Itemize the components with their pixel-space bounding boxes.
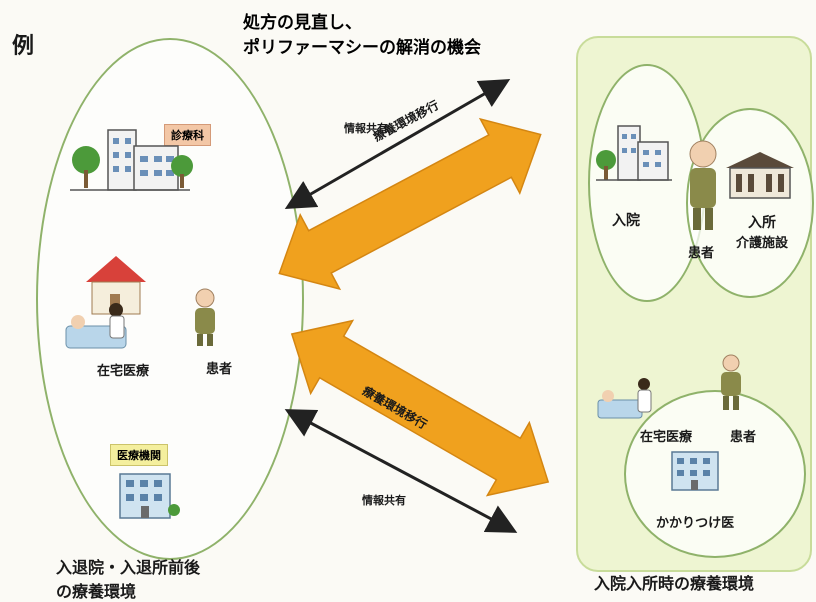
title-line-2: ポリファーマシーの解消の機会 [243,38,481,58]
diagram-title: 処方の見直し、 ポリファーマシーの解消の機会 [243,8,481,58]
right-hospital-building-icon [596,125,672,181]
clinic-tag: 診療科 [164,124,211,146]
info-share-bottom-label: 情報共有 [362,494,406,507]
left-caption-line-2: の療養環境 [56,582,137,601]
family-doctor-clinic-icon [671,451,719,491]
transition-bottom-arrow [290,319,550,497]
right-patient-bottom-label: 患者 [730,430,757,445]
institution-tag: 医療機関 [110,444,168,466]
home-care-label: 在宅医療 [97,364,150,379]
home-care-illustration-icon [65,256,146,349]
right-home-care-label: 在宅医療 [640,430,693,445]
family-doctor-label: かかりつけ医 [656,516,735,531]
patient-figure-icon [195,288,215,346]
right-patient-figure-icon [689,140,717,230]
right-caption: 入院入所時の療養環境 [594,574,755,593]
info-share-bottom-arrow [284,409,518,533]
example-label: 例 [12,34,35,59]
care-facility-label: 入所 介護施設 [736,212,788,251]
clinic-building-icon [119,473,180,519]
transition-top-arrow [278,117,542,291]
title-line-1: 処方の見直し、 [243,13,362,33]
care-facility-building-icon [726,152,794,199]
left-caption-line-1: 入退院・入退所前後 [56,558,201,577]
right-home-care-illustration-icon [597,378,652,419]
hospital-building-icon [70,129,193,191]
care-facility-label-line-2: 介護施設 [736,236,789,251]
right-home-patient-figure-icon [721,354,741,410]
info-share-top-label: 情報共有 [344,122,388,135]
right-patient-top-label: 患者 [688,246,715,261]
info-share-top-arrow [284,79,511,209]
patient-label: 患者 [206,362,233,377]
right-hospital-label: 入院 [612,213,640,229]
left-caption: 入退院・入退所前後 の療養環境 [56,554,200,602]
care-facility-label-line-1: 入所 [748,215,776,231]
